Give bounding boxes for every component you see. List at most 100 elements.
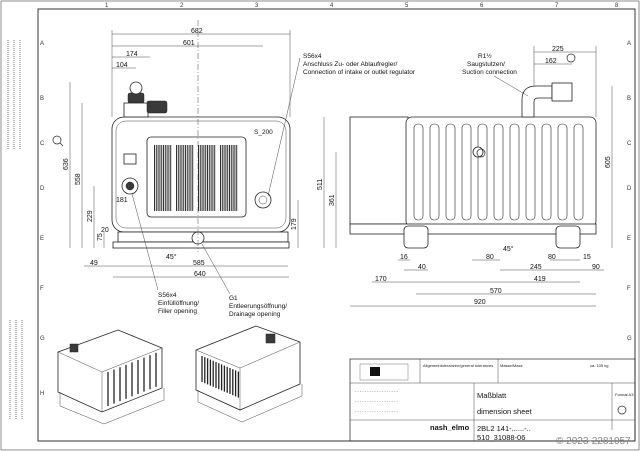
dim-920: 920 — [474, 299, 486, 306]
grille-slat — [234, 145, 236, 211]
watermark: © 2023-2281057 — [556, 436, 631, 447]
dim-229: 229 — [87, 210, 94, 222]
grille-slat — [177, 145, 179, 211]
grille-slat — [166, 145, 168, 211]
tolerance-note: Allgemeintoleranzen/general tolerances — [423, 363, 493, 368]
magnifier-icon — [566, 53, 576, 63]
column-markers: 1 2 3 4 5 6 7 8 — [105, 3, 619, 9]
dim-90: 90 — [592, 264, 600, 271]
row-letter: A — [627, 41, 631, 47]
iso2-grille — [201, 356, 240, 398]
gauge-port — [472, 146, 484, 158]
side-base-frame — [349, 223, 597, 235]
cooling-rib — [461, 123, 472, 221]
grille-slat — [236, 145, 238, 211]
row-letter: H — [40, 391, 44, 397]
cooling-rib — [525, 123, 536, 221]
grille-slat — [205, 145, 207, 211]
dim-40: 40 — [418, 264, 426, 271]
dim-15: 15 — [583, 254, 591, 261]
grille-slat — [168, 145, 170, 211]
outlet-regulator-port — [254, 191, 272, 209]
dim-104: 104 — [116, 62, 128, 69]
row-letter: E — [40, 236, 44, 242]
dim-45-front: 45° — [166, 253, 177, 261]
iso2-regulator — [265, 333, 276, 344]
col-number: 3 — [255, 3, 259, 9]
grille-slat — [227, 145, 229, 211]
mass-label: Masse/Mass — [500, 363, 522, 368]
dim-605: 605 — [605, 156, 612, 168]
callout-suction-code: R1½ — [478, 52, 492, 60]
regulator-knob — [129, 81, 143, 95]
grille-slat — [179, 145, 181, 211]
drawing-number: 510_31088-06 — [477, 433, 525, 442]
grille-slat — [223, 145, 225, 211]
dim-45-side: 45° — [503, 245, 514, 253]
revision-rows: - - - - - - - - - - - - - - - - - - — [355, 408, 399, 413]
drawing-frame — [37, 8, 636, 442]
side-view: 225 162 511 361 605 16 40 170 80 80 245 … — [317, 46, 613, 307]
grille-slat — [157, 145, 159, 211]
suction-elbow — [521, 85, 553, 118]
dim-181: 181 — [116, 197, 128, 204]
dim-682: 682 — [191, 28, 203, 35]
grille-slat — [221, 145, 223, 211]
callout-drain-de: Entleerungsöffnung/ — [229, 303, 287, 310]
row-letter: E — [627, 236, 631, 242]
row-letter: B — [627, 96, 631, 102]
grille-slat — [155, 145, 157, 211]
dim-361: 361 — [329, 194, 336, 206]
cooling-rib — [413, 123, 424, 221]
dim-75: 75 — [97, 233, 104, 241]
grille-slat — [192, 145, 194, 211]
grille-slat — [154, 145, 155, 211]
col-number: 8 — [615, 3, 619, 9]
isometric-view-2 — [195, 325, 303, 423]
pump-body-inner-line — [115, 120, 287, 229]
cooling-ribs — [413, 123, 584, 221]
col-number: 6 — [480, 3, 484, 9]
dim-16: 16 — [400, 254, 408, 261]
grille-slat — [212, 145, 214, 211]
dim-570: 570 — [490, 288, 502, 295]
callout-drain-code: G1 — [229, 295, 238, 302]
model-number: 2BL2 141-......-.. — [477, 424, 531, 433]
magnifier-icon — [52, 135, 62, 145]
dim-49: 49 — [90, 260, 98, 267]
callout-top-en: Connection of intake or outlet regulator — [303, 69, 416, 76]
grille-slat — [201, 145, 203, 211]
motor-housing — [349, 116, 409, 225]
cooling-rib — [509, 123, 520, 221]
col-number: 1 — [105, 3, 109, 9]
mass-value: ca. 105 kg — [590, 363, 608, 368]
grille-slat — [214, 145, 216, 211]
revision-rows: - - - - - - - - - - - - - - - - - - — [355, 388, 399, 393]
rating-plate — [123, 153, 137, 165]
row-letter: F — [40, 286, 44, 292]
sheet-format: Format A3 — [615, 392, 634, 397]
grille-slat — [164, 145, 166, 211]
grille-slat — [198, 145, 199, 211]
row-letter: C — [40, 141, 45, 147]
logo-box — [359, 363, 409, 381]
grille-slat — [185, 145, 186, 211]
iso1-base — [59, 388, 165, 425]
revision-rows: - - - - - - - - - - - - - - - - - - — [355, 398, 399, 403]
title-block-frame — [349, 358, 636, 442]
cooling-rib — [429, 123, 440, 221]
dim-174: 174 — [126, 51, 138, 58]
cooling-rib — [493, 123, 504, 221]
grille-slat — [159, 145, 161, 211]
grille-slat — [230, 145, 232, 211]
iso2-base — [197, 384, 303, 423]
cooling-grille-panel — [146, 136, 247, 218]
row-letter: C — [627, 141, 632, 147]
callout-suction-de: Saugstutzen/ — [467, 61, 505, 68]
grille-slat — [176, 145, 177, 211]
iso1-ribs — [107, 352, 157, 406]
dim-80-a: 80 — [486, 254, 494, 261]
row-letter: D — [627, 186, 632, 192]
